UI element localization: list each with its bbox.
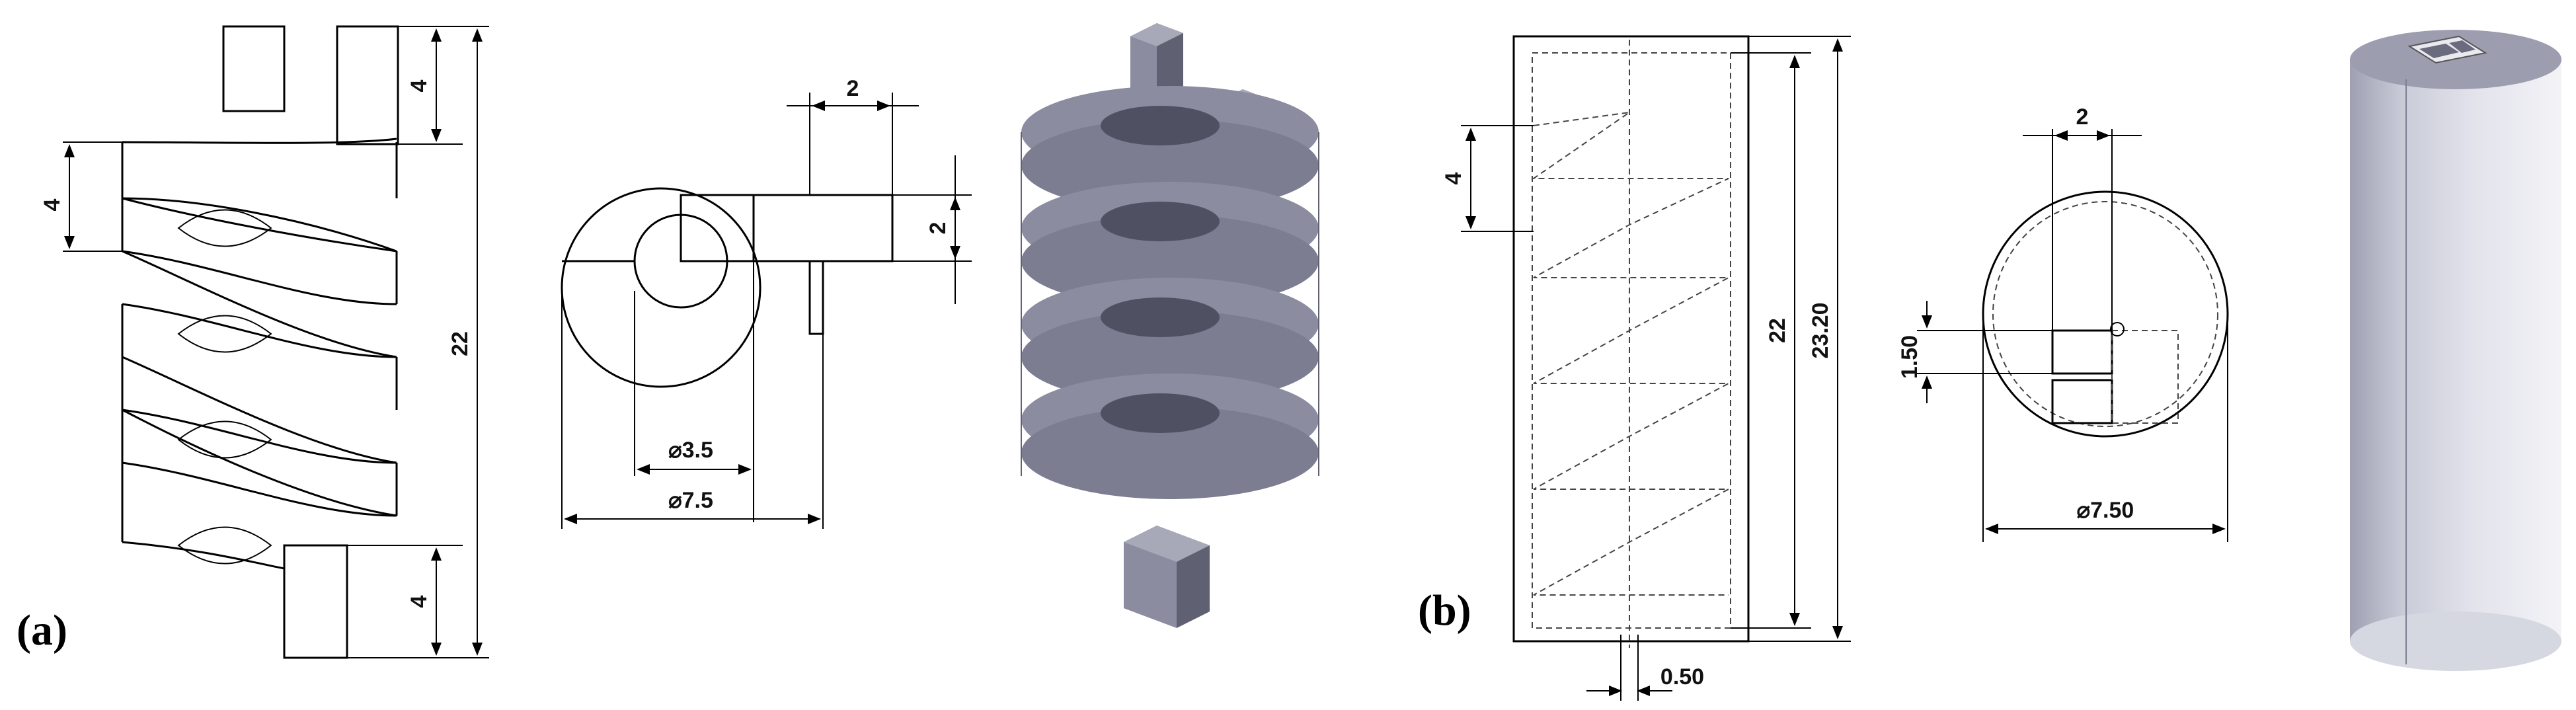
top-block-right [336,25,399,145]
dim-slot-height-b: 1.50 [1897,335,1922,379]
hidden-helix [1531,112,1729,596]
dim-outer-dia-b: ⌀7.50 [2077,498,2134,523]
top-block-left [222,25,286,112]
dim-slot-width-b: 2 [2076,104,2089,130]
helix-edge [122,138,397,144]
helix-edge [121,198,398,304]
helix-coils [1021,86,1319,499]
helix-edge [121,304,398,410]
panel-b-top-view: 2 1.50 ⌀7.50 [1897,104,2229,542]
helix-edge [121,410,397,542]
slot-upper [2051,329,2113,375]
panel-label-a: (a) [17,606,67,654]
helix-edge [122,197,397,253]
inner-circle-b [1992,201,2218,427]
helix-edge [122,303,397,464]
helix-edge [122,541,285,570]
panel-a-top-view: 2 2 ⌀3.5 ⌀7.5 [561,76,972,529]
helix-lens [177,209,272,247]
panel-label-b: (b) [1418,586,1471,635]
helix-edge [121,142,398,198]
dim-outer-dia-a: ⌀7.5 [668,488,713,513]
dim-inner-dia-a: ⌀3.5 [668,438,713,463]
connector-block [680,194,894,262]
helix-lens [177,420,272,459]
panel-a-3d-helix [1021,23,1319,628]
panel-a-helix-front-view: 4 4 4 22 (a) [17,25,489,659]
dim-coil-height-b: 22 [1765,318,1790,343]
helix-lens [177,315,272,353]
dim-pitch-a: 4 [40,198,65,211]
helix-edge [121,357,398,516]
inner-cavity [1532,52,1731,629]
dim-wall-b: 0.50 [1660,664,1704,690]
helix-lens [177,526,272,565]
dim-block-height-a: 2 [925,222,951,235]
dim-bottom-block-a: 4 [407,595,432,608]
slot-lower [2051,379,2113,424]
dim-total-height-a: 22 [448,331,473,356]
dim-pitch-b: 4 [1441,172,1466,184]
helix-edge [122,250,397,358]
dim-total-height-b: 23.20 [1808,302,1833,358]
bottom-block [283,544,348,659]
outer-circle [561,187,761,388]
outer-body [1512,35,1750,643]
outer-circle-b [1982,190,2229,438]
dim-block-width-a: 2 [847,76,859,101]
dim-top-block-a: 4 [407,79,432,92]
panel-b-section-view: 4 22 23.20 0.50 (b) [1418,35,1851,701]
helix-edge [122,409,397,517]
helix-edge [122,250,397,305]
panel-b-3d-cylinder [2350,30,2561,671]
